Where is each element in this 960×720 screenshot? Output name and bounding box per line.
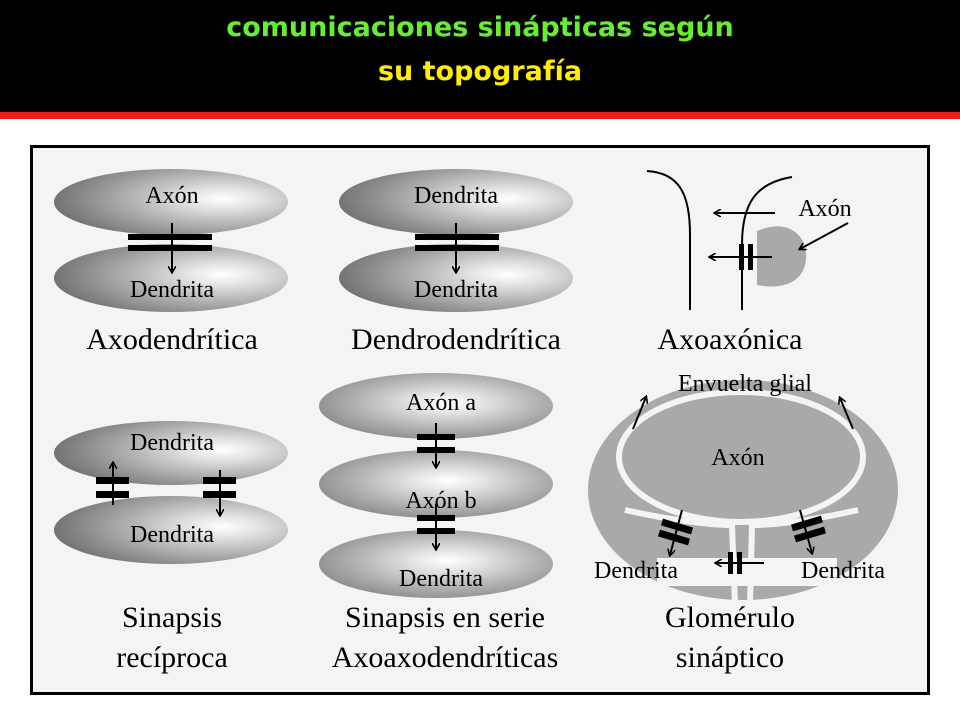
glomerulus-glial-sheath [588, 380, 898, 600]
glomerulus-right-synapse-bar-bottom [793, 526, 827, 543]
synapse-topography-diagram: Axón Dendrita Axodendrítica Dendrita Den… [54, 169, 898, 674]
axoaxonic-left-fiber [646, 170, 691, 310]
reciprocal-upper-label: Dendrita [130, 430, 214, 456]
axodendritic-caption: Axodendrítica [86, 323, 258, 356]
axoaxonic-pointer-arrow [800, 222, 849, 249]
dendrodendritic-lower-body [339, 244, 573, 312]
serial-axon-b-label: Axón b [405, 488, 476, 514]
serial-dendrite-label: Dendrita [399, 566, 483, 592]
serial-group: Axón a Axón b Dendrita Sinapsis en serie… [319, 373, 558, 674]
axodendritic-upper-label: Axón [145, 183, 198, 209]
axoaxonic-right-fiber [741, 176, 793, 310]
glomerulus-right-synapse-bar-top [790, 515, 824, 532]
serial-axon-b-body [319, 450, 553, 518]
glomerulus-caption-line-2: sináptico [676, 641, 784, 674]
glomerulus-right-dendrite-outline [747, 507, 859, 606]
reciprocal-lower-body [54, 496, 288, 564]
serial-caption-line-2: Axoaxodendríticas [332, 641, 559, 674]
axoaxonic-synapse-bar-left [739, 244, 744, 270]
axodendritic-dendrite-body [54, 244, 288, 312]
axodendritic-axon-body [54, 169, 288, 235]
axodendritic-lower-label: Dendrita [130, 277, 214, 303]
glomerulus-left-dendrite-outline [624, 507, 738, 606]
axoaxonic-axon-label: Axón [798, 196, 851, 222]
slide-title-line-2: su topografía [377, 56, 583, 87]
axodendritic-group: Axón Dendrita Axodendrítica [54, 169, 288, 356]
dendrodendritic-lower-label: Dendrita [414, 277, 498, 303]
glomerulus-group: Envuelta glial Axón Dendrita Dendrita Gl… [588, 371, 898, 674]
axoaxonic-synapse-bar-right [748, 244, 753, 270]
glomerulus-glial-label: Envuelta glial [678, 371, 812, 397]
reciprocal-lower-label: Dendrita [130, 522, 214, 548]
serial-axon-a-body [319, 373, 553, 439]
glomerulus-caption-line-1: Glomérulo [665, 601, 795, 634]
serial-caption-line-1: Sinapsis en serie [345, 601, 545, 634]
glomerulus-axon-label: Axón [711, 445, 764, 471]
dendrodendritic-group: Dendrita Dendrita Dendrodendrítica [339, 169, 573, 356]
glomerulus-right-arrow [799, 509, 812, 553]
serial-dendrite-body [319, 530, 553, 598]
dendrodendritic-caption: Dendrodendrítica [351, 323, 561, 356]
title-bar: comunicaciones sinápticas según su topog… [0, 0, 960, 112]
slide-title-line-1: comunicaciones sinápticas según [226, 12, 734, 43]
glomerulus-axon-outline [616, 389, 866, 525]
glomerulus-dendrite-left-label: Dendrita [594, 558, 678, 584]
dendrodendritic-upper-label: Dendrita [414, 183, 498, 209]
axoaxonic-caption: Axoaxónica [658, 323, 803, 356]
dendrodendritic-upper-body [339, 169, 573, 235]
glomerulus-dendrite-right-label: Dendrita [801, 558, 885, 584]
serial-axon-a-label: Axón a [406, 390, 476, 416]
reciprocal-caption-line-2: recíproca [116, 641, 228, 674]
axoaxonic-group: Axón Axoaxónica [646, 170, 852, 356]
axoaxonic-axon-terminal [757, 226, 807, 287]
reciprocal-group: Dendrita Dendrita Sinapsis recíproca [54, 421, 288, 674]
glomerulus-left-arrow [670, 509, 683, 555]
axodendritic-presynaptic-bar [128, 234, 212, 240]
title-accent-line [0, 112, 960, 119]
glomerulus-glial-right-arrow [840, 398, 854, 430]
axodendritic-postsynaptic-bar [128, 245, 212, 251]
glomerulus-glial-left-arrow [632, 397, 646, 430]
reciprocal-caption-line-1: Sinapsis [122, 601, 222, 634]
